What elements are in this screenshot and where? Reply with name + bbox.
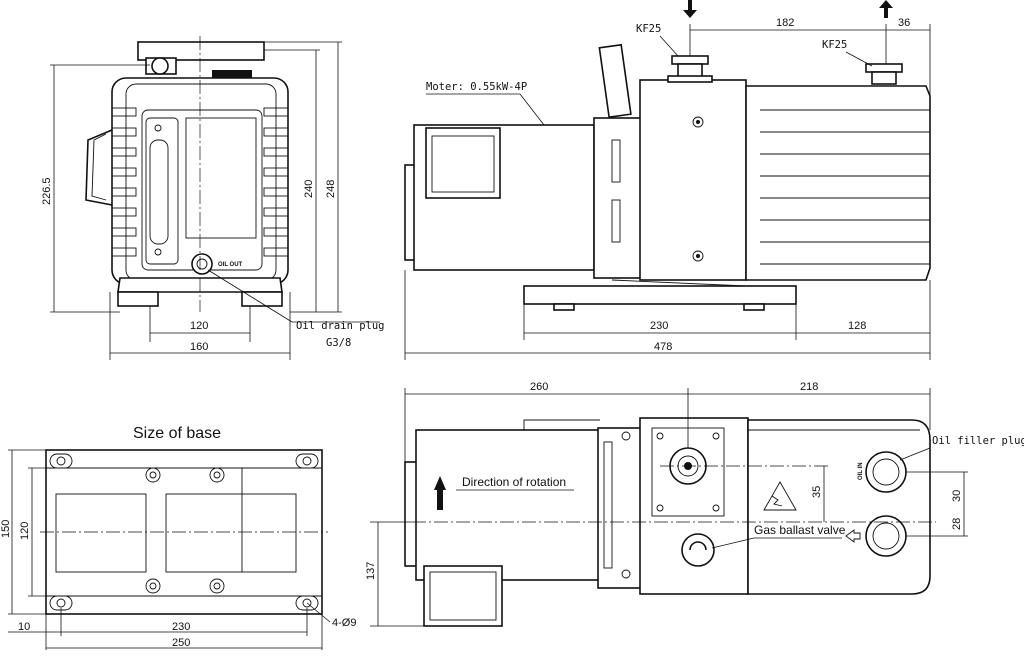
holes-label: 4-Ø9 bbox=[332, 617, 356, 629]
kf25-outlet-label: KF25 bbox=[822, 39, 847, 51]
rotation-label: Direction of rotation bbox=[462, 475, 566, 489]
dim-248: 248 bbox=[325, 180, 337, 198]
dim-120: 120 bbox=[190, 320, 208, 332]
top-view: OIL IN bbox=[404, 417, 936, 627]
dim-35: 35 bbox=[811, 486, 823, 498]
dim-250: 250 bbox=[172, 637, 190, 649]
kf25-inlet-label: KF25 bbox=[636, 23, 661, 35]
oil-in-text: OIL IN bbox=[858, 462, 864, 480]
gas-ballast-label: Gas ballast valve bbox=[754, 523, 846, 537]
oil-drain-spec: G3/8 bbox=[326, 337, 351, 349]
outlet-arrow-icon bbox=[879, 0, 893, 18]
oil-drain-label: Oil drain plug bbox=[296, 320, 385, 332]
top-motor bbox=[415, 429, 601, 581]
oil-out-text: OIL OUT bbox=[218, 262, 243, 268]
dim-230-side: 230 bbox=[650, 320, 668, 332]
dim-182: 182 bbox=[776, 17, 794, 29]
side-view bbox=[404, 43, 931, 311]
dim-30: 30 bbox=[951, 490, 963, 502]
base-title: Size of base bbox=[133, 425, 221, 442]
dim-226-5: 226.5 bbox=[41, 177, 53, 205]
side-dimensions: 182 36 KF25 KF25 Moter: 0.55kW-4P 230 12… bbox=[404, 0, 931, 360]
dim-478: 478 bbox=[654, 341, 672, 353]
dim-120-base: 120 bbox=[19, 522, 31, 540]
front-dimensions: 120 160 226.5 240 248 Oil drain plug G3/… bbox=[41, 41, 385, 360]
motor-label: Moter: 0.55kW-4P bbox=[426, 81, 527, 93]
dim-128: 128 bbox=[848, 320, 866, 332]
front-view: OIL OUT bbox=[85, 36, 289, 342]
dim-218: 218 bbox=[800, 381, 818, 393]
top-dimensions: 260 218 Direction of rotation Gas ballas… bbox=[365, 381, 1024, 627]
dim-240: 240 bbox=[303, 180, 315, 198]
dim-10: 10 bbox=[18, 621, 30, 633]
inlet-arrow-icon bbox=[683, 0, 697, 18]
dim-36: 36 bbox=[898, 17, 910, 29]
dim-160: 160 bbox=[190, 341, 208, 353]
base-view: Size of base 150 120 10 bbox=[0, 425, 356, 650]
dim-150: 150 bbox=[0, 520, 12, 538]
dim-28: 28 bbox=[951, 518, 963, 530]
dim-230-base: 230 bbox=[172, 621, 190, 633]
oil-filler-label: Oil filler plug bbox=[932, 435, 1024, 447]
rotation-arrow-icon bbox=[434, 476, 446, 510]
gas-ballast-arrow-icon bbox=[845, 529, 861, 543]
dim-260: 260 bbox=[530, 381, 548, 393]
dim-137: 137 bbox=[365, 562, 377, 580]
